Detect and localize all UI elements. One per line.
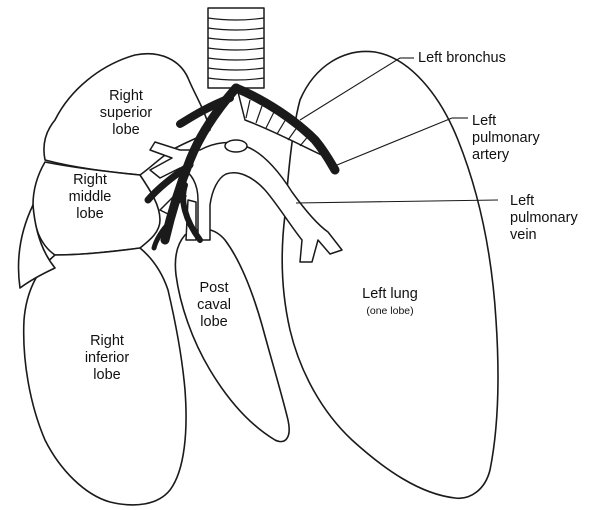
post-caval-lobe-shape (175, 229, 289, 442)
label-left-lung: Left lung (one lobe) (340, 286, 440, 320)
label-post-caval-lobe: Post caval lobe (186, 280, 242, 331)
label-right-middle-lobe: Right middle lobe (58, 172, 122, 223)
label-left-bronchus: Left bronchus (418, 50, 506, 67)
label-right-superior-lobe: Right superior lobe (90, 88, 162, 139)
label-left-pulmonary-vein: Left pulmonary vein (510, 193, 578, 244)
label-left-pulmonary-artery: Left pulmonary artery (472, 113, 540, 164)
trachea (208, 8, 264, 88)
label-right-inferior-lobe: Right inferior lobe (75, 333, 139, 384)
